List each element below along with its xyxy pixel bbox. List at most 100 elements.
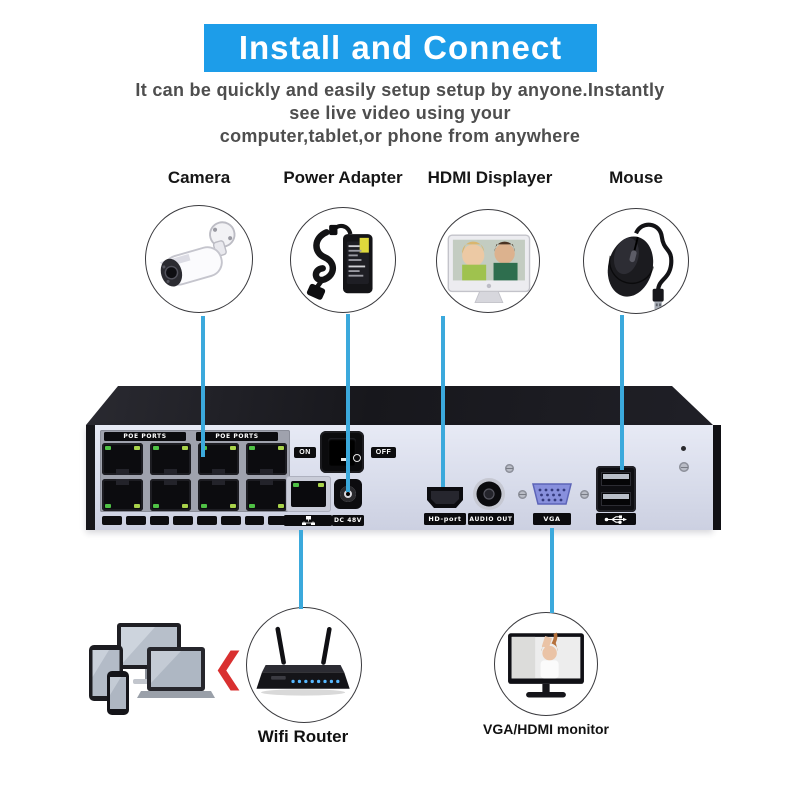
- lan-port: [286, 476, 331, 512]
- rj45-tab: [164, 469, 177, 475]
- nvr-recorder: POE PORTS POE PORTS ON O: [80, 382, 725, 535]
- vent-slot: [197, 516, 217, 525]
- hdmi-displayer-label: HDMI Displayer: [427, 168, 553, 187]
- poe-port: [198, 443, 239, 475]
- switch-on-label: ON: [294, 447, 316, 458]
- poe-port-row-2: [102, 479, 289, 511]
- rj45-tab: [260, 469, 273, 475]
- power-adapter-icon: [298, 223, 373, 306]
- vent-slot: [149, 516, 170, 525]
- dc-label: DC 48V: [332, 515, 364, 526]
- nvr-left-edge: [86, 425, 95, 530]
- port-led: [249, 446, 255, 450]
- rocker-circle-mark: [353, 454, 361, 462]
- monitor-circle: [494, 612, 598, 716]
- usb-port-slot: [601, 472, 631, 486]
- rj45-tab: [212, 479, 225, 485]
- switch-off-label: OFF: [371, 447, 396, 458]
- vent-slots: [102, 516, 288, 525]
- hdmi-to-hdport-line: [441, 316, 445, 487]
- rocker-face: [328, 438, 361, 466]
- port-led: [249, 504, 255, 508]
- rj45-tab: [116, 479, 129, 485]
- dc-power-jack: [334, 479, 362, 509]
- camera-to-poe-line: [201, 316, 205, 457]
- poe-ports-label-2: POE PORTS: [196, 432, 278, 441]
- lan-to-router-line: [299, 530, 303, 609]
- vent-slot: [220, 516, 241, 525]
- poe-port: [246, 479, 287, 511]
- page-title: Install and Connect: [238, 29, 563, 66]
- port-led: [278, 504, 284, 508]
- usb-mouse-icon: [607, 222, 674, 309]
- monitor-label: VGA/HDMI monitor: [483, 721, 609, 737]
- multi-device-cluster-icon: [89, 623, 215, 715]
- rj45-tab: [260, 479, 273, 485]
- rocker-line-mark: [341, 458, 349, 461]
- vent-slot: [268, 516, 288, 525]
- usb-ports: [596, 466, 636, 512]
- power-rocker-switch: [320, 431, 364, 473]
- usb-port-slot: [601, 492, 631, 506]
- imac-display-icon: [447, 234, 531, 303]
- vga-to-monitor-line: [550, 528, 554, 613]
- usb-tongue: [603, 474, 629, 479]
- port-led: [153, 446, 159, 450]
- poe-ports-label-1: POE PORTS: [104, 432, 186, 441]
- nvr-top-face: [86, 386, 713, 425]
- port-led: [230, 446, 236, 450]
- lan-network-icon: [301, 516, 315, 525]
- poe-port: [102, 479, 143, 511]
- usb-label-strip: [596, 513, 636, 525]
- vent-slot: [244, 516, 265, 525]
- vga-label: VGA: [533, 513, 571, 525]
- desktop-monitor-icon: [508, 632, 584, 698]
- vga-connector: [532, 483, 572, 505]
- poe-port-row-1: [102, 443, 289, 475]
- subtitle-line-3: computer,tablet,or phone from anywhere: [219, 126, 581, 146]
- hdmi-connector: [427, 487, 463, 508]
- panel-screw: [505, 464, 514, 473]
- camera-circle: [145, 205, 253, 313]
- wifi-router-label: Wifi Router: [257, 727, 349, 746]
- poe-port: [150, 443, 191, 475]
- mouse-circle: [583, 208, 689, 314]
- poe-port: [198, 479, 239, 511]
- port-led: [105, 446, 111, 450]
- title-banner: Install and Connect: [204, 24, 597, 72]
- power-adapter-circle: [290, 207, 396, 313]
- port-led: [153, 504, 159, 508]
- power-to-dc-line: [346, 314, 350, 492]
- bullet-camera-icon: [159, 221, 236, 287]
- port-led: [134, 446, 140, 450]
- poe-port: [150, 479, 191, 511]
- usb-trident-icon: [604, 514, 627, 524]
- red-left-chevron-icon: ❮: [212, 645, 246, 691]
- vent-slot: [173, 516, 193, 525]
- mouse-to-usb-line: [620, 315, 624, 470]
- vga-screw-right: [580, 490, 589, 499]
- hdmi-displayer-circle: [436, 209, 540, 313]
- audio-out-jack: [473, 478, 505, 510]
- port-led: [105, 504, 111, 508]
- port-led: [182, 446, 188, 450]
- rj45-tab: [164, 479, 177, 485]
- poe-port: [102, 443, 143, 475]
- port-led: [293, 483, 299, 487]
- port-led: [201, 504, 207, 508]
- usb-tongue: [603, 494, 629, 499]
- poe-port: [246, 443, 287, 475]
- subtitle-line-2: see live video using your: [289, 103, 511, 123]
- lan-port-opening: [291, 481, 326, 507]
- nvr-right-edge: [713, 425, 721, 530]
- rj45-tab: [116, 469, 129, 475]
- port-led: [318, 483, 324, 487]
- vent-slot: [125, 516, 146, 525]
- power-adapter-label: Power Adapter: [283, 168, 403, 187]
- port-led: [134, 504, 140, 508]
- dc-jack-pin: [346, 492, 350, 496]
- camera-label: Camera: [167, 168, 231, 187]
- subtitle-line-1: It can be quickly and easily setup setup…: [135, 80, 665, 100]
- panel-screw: [679, 462, 689, 472]
